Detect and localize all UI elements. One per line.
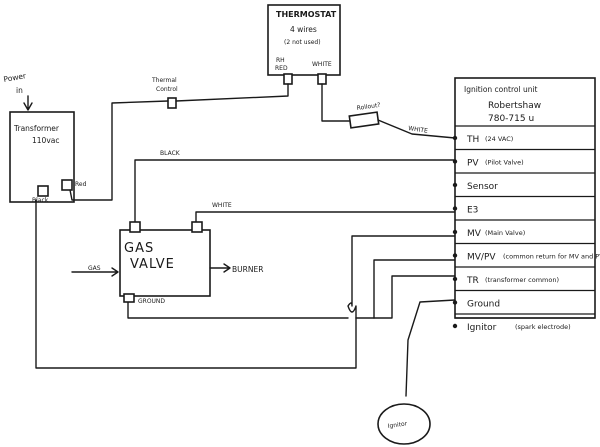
power-in-arrow — [23, 95, 33, 111]
gas-valve-terminal-pv — [129, 221, 141, 233]
terminal-label: MV — [467, 229, 482, 239]
terminal-dot — [452, 135, 458, 141]
transformer-line1: Transformer — [13, 124, 60, 133]
wire-ground — [127, 295, 375, 319]
terminal-dot — [452, 229, 458, 235]
gas-valve-box — [119, 229, 211, 297]
terminal-note: (24 VAC) — [485, 135, 513, 143]
transformer: Transformer 110vac Black Red — [9, 111, 87, 204]
transformer-terminal-black-label: Black — [32, 197, 49, 204]
power-in-label: Power in — [3, 71, 33, 111]
burner-arrow — [209, 263, 231, 273]
terminal-note: (Main Valve) — [485, 229, 525, 237]
thermostat-terminal-rh: RH — [276, 57, 285, 64]
thermostat-terminal-red: RED — [275, 65, 288, 72]
gas-inlet-label: GAS — [88, 265, 101, 272]
wire-label-black: BLACK — [160, 150, 181, 157]
terminal-dot — [452, 206, 458, 211]
thermostat-title: THERMOSTAT — [276, 10, 337, 19]
ignition-unit-title1: Ignition control unit — [464, 85, 538, 94]
ignition-unit-box — [454, 77, 596, 319]
burner-label: BURNER — [232, 265, 263, 274]
terminal-label: Sensor — [467, 182, 498, 192]
thermal-control-switch — [167, 97, 177, 109]
terminal-dot — [452, 182, 458, 188]
terminal-label: TH — [466, 135, 479, 145]
terminal-dot — [452, 323, 458, 329]
terminal-note: (spark electrode) — [515, 323, 571, 331]
transformer-terminal-red — [61, 179, 73, 191]
terminal-label: E3 — [467, 206, 478, 216]
rollout-label: Rollout? — [356, 102, 381, 112]
wire-red — [69, 83, 289, 201]
wire-white-mv — [195, 211, 456, 223]
terminal-label: TR — [466, 276, 479, 286]
wire-label-white-th: WHITE — [408, 125, 429, 135]
wire-label-white-mv: WHITE — [212, 202, 232, 209]
terminal-dot — [452, 300, 458, 305]
thermal-control-line1: Thermal — [151, 77, 177, 84]
wire-ignitor — [405, 299, 456, 397]
wire-tr-common — [35, 199, 357, 369]
gas-valve-terminal-ground — [123, 293, 135, 303]
power-in-line2: in — [16, 86, 23, 95]
gas-inlet-arrow — [71, 267, 119, 277]
thermostat-terminal-rh-lug — [283, 73, 293, 85]
thermostat: THERMOSTAT 4 wires (2 not used) RH RED W… — [267, 4, 341, 85]
gas-valve-ground-label: GROUND — [138, 298, 165, 305]
thermostat-terminal-white-lug — [317, 73, 327, 85]
gas-valve: GAS VALVE GAS BURNER GROUND — [71, 221, 263, 305]
terminal-note: (transformer common) — [485, 276, 559, 284]
terminal-label: MV/PV — [467, 253, 496, 263]
terminal-note: (Pilot Valve) — [485, 159, 524, 167]
terminal-note: (common return for MV and PV) — [503, 253, 600, 261]
thermostat-note2: (2 not used) — [284, 39, 321, 46]
terminal-label: PV — [467, 159, 479, 169]
wire-black — [134, 159, 456, 223]
ignition-terminal-list: TH (24 VAC) PV (Pilot Valve) SensorE3MV(Main… — [452, 125, 600, 333]
terminal-dot — [452, 276, 458, 282]
transformer-terminal-red-label: Red — [75, 181, 87, 188]
transformer-terminal-black — [37, 185, 49, 197]
terminal-label: Ground — [467, 300, 500, 310]
rollout-switch — [348, 111, 380, 129]
power-in-line1: Power — [3, 71, 28, 84]
gas-valve-terminal-mv — [191, 221, 203, 233]
thermal-control-line2: Control — [156, 86, 178, 93]
thermostat-box — [267, 4, 341, 76]
ignition-unit-title2: Robertshaw — [488, 101, 541, 111]
wire-thermostat-white — [321, 83, 456, 139]
terminal-label: Ignitor — [467, 323, 497, 333]
terminal-dot — [452, 253, 458, 258]
thermostat-note1: 4 wires — [290, 25, 317, 34]
terminal-dot — [452, 159, 458, 164]
wire-ground-terminal — [373, 275, 456, 319]
ignitor-label: Ignitor — [387, 420, 408, 430]
ignition-control-unit: Ignition control unit Robertshaw 780-715… — [454, 77, 596, 319]
gas-valve-line1: GAS — [124, 241, 154, 256]
transformer-line2: 110vac — [32, 136, 59, 145]
ignitor — [377, 403, 431, 445]
gas-valve-line2: VALVE — [130, 257, 175, 272]
wire-mvpv-common — [347, 235, 456, 319]
wire-tr-link — [373, 259, 456, 319]
thermostat-terminal-white: WHITE — [312, 61, 332, 68]
ignition-unit-title3: 780-715 u — [488, 114, 534, 124]
